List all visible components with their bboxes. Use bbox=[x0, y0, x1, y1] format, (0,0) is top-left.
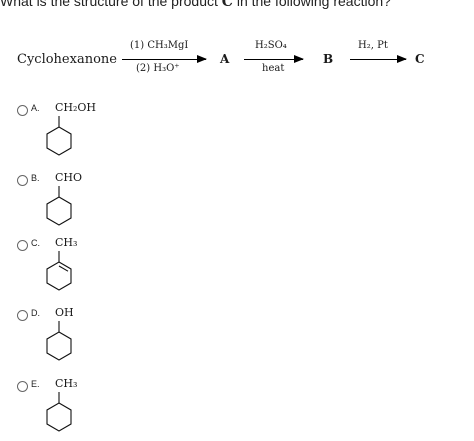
product-c-label: C bbox=[415, 52, 425, 66]
option-a-radio[interactable] bbox=[17, 105, 28, 116]
step2-reagent-below: heat bbox=[262, 63, 285, 74]
option-e-substituent: CH₃ bbox=[55, 377, 78, 390]
question-text: What is the structure of the product C i… bbox=[0, 0, 474, 10]
option-e[interactable]: E. CH₃ bbox=[17, 377, 157, 441]
option-e-radio[interactable] bbox=[17, 381, 28, 392]
option-e-cyclohexane-ring bbox=[46, 392, 72, 432]
option-b-cyclohexane-ring bbox=[46, 186, 72, 226]
option-d-label: D. bbox=[31, 308, 40, 318]
step3-arrow bbox=[350, 55, 407, 63]
option-a-cyclohexane-ring bbox=[46, 116, 72, 156]
option-d-substituent: OH bbox=[55, 306, 74, 319]
option-b-label: B. bbox=[31, 173, 40, 183]
option-a[interactable]: A. CH₂OH bbox=[17, 101, 157, 165]
option-d[interactable]: D. OH bbox=[17, 306, 157, 370]
option-c-substituent: CH₃ bbox=[55, 236, 78, 249]
option-b-substituent: CHO bbox=[55, 171, 83, 184]
option-b-radio[interactable] bbox=[17, 175, 28, 186]
starting-material: Cyclohexanone bbox=[17, 52, 117, 67]
option-c-radio[interactable] bbox=[17, 240, 28, 251]
option-c-cyclohexene-ring bbox=[46, 251, 72, 291]
option-b[interactable]: B. CHO bbox=[17, 171, 157, 235]
step2-arrow bbox=[244, 55, 304, 63]
question-bold-c: C bbox=[221, 0, 233, 10]
question-suffix: in the following reaction? bbox=[232, 0, 391, 9]
option-d-radio[interactable] bbox=[17, 310, 28, 321]
option-e-label: E. bbox=[31, 379, 40, 389]
option-a-substituent: CH₂OH bbox=[55, 101, 97, 114]
step1-arrow bbox=[122, 55, 207, 63]
option-c[interactable]: C. CH₃ bbox=[17, 236, 157, 300]
step3-reagent-above: H₂, Pt bbox=[358, 40, 388, 51]
question-prefix: What is the structure of the product bbox=[0, 0, 222, 9]
option-a-label: A. bbox=[31, 103, 40, 113]
step2-reagent-above: H₂SO₄ bbox=[255, 40, 287, 51]
product-b-label: B bbox=[323, 52, 334, 66]
product-a-label: A bbox=[220, 52, 230, 66]
option-c-label: C. bbox=[31, 238, 40, 248]
option-d-cyclohexane-ring bbox=[46, 321, 72, 361]
step1-reagent-below: (2) H₃O⁺ bbox=[136, 63, 180, 74]
reaction-scheme: Cyclohexanone (1) CH₃MgI (2) H₃O⁺ A H₂SO… bbox=[0, 30, 474, 90]
step1-reagent-above: (1) CH₃MgI bbox=[130, 40, 189, 51]
